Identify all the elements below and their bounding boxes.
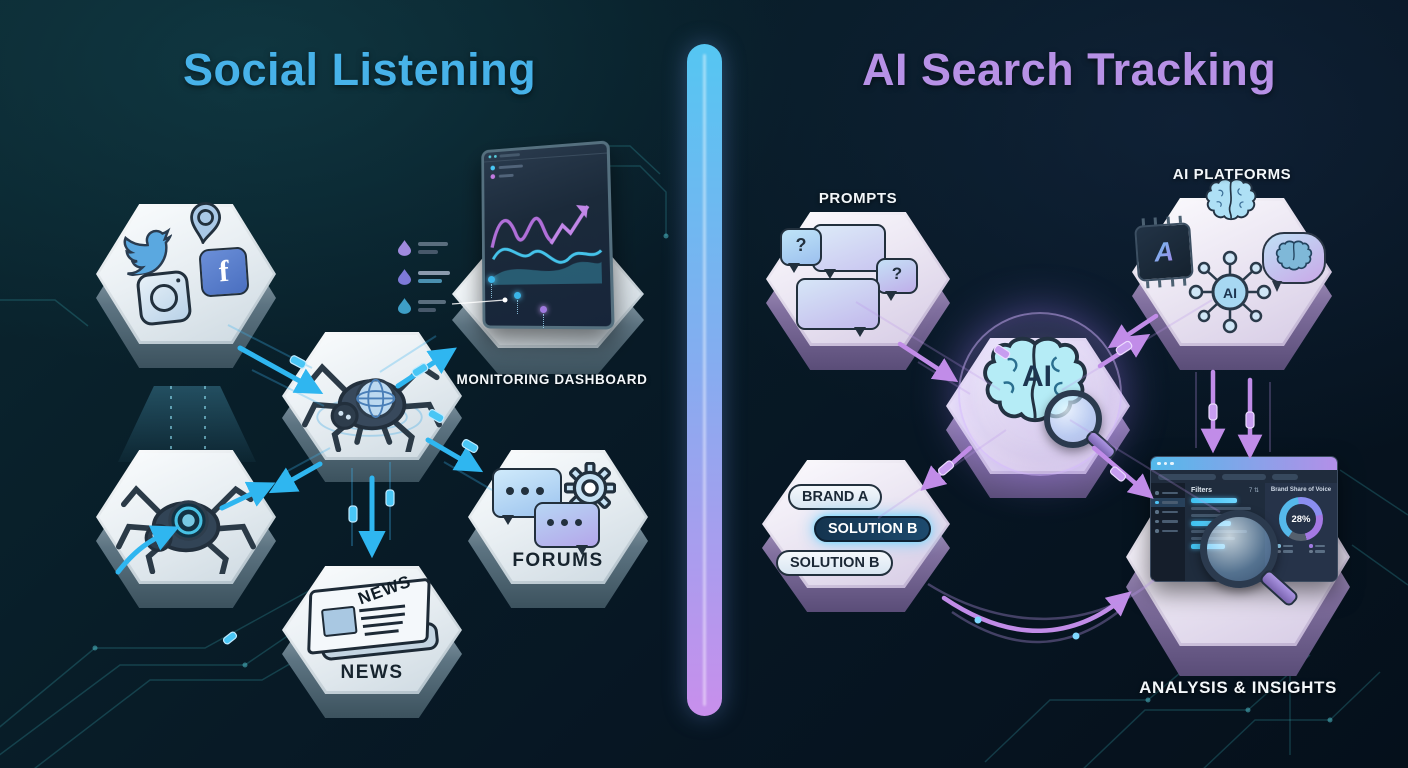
section-divider (687, 44, 722, 716)
legend-item (398, 240, 450, 256)
pin-icon (190, 202, 221, 246)
legend-item (398, 269, 450, 285)
legend-item (398, 298, 450, 314)
gear-icon (564, 462, 616, 514)
prompts-hexagon: ? ? (766, 212, 950, 370)
instagram-icon (135, 269, 193, 327)
search-field[interactable] (1158, 473, 1216, 480)
donut-title: Brand Share of Voice (1270, 487, 1332, 493)
prompt-bubble-icon (796, 278, 880, 337)
sidebar-item[interactable] (1151, 526, 1185, 536)
crawler-bot-icon (116, 485, 256, 574)
prompts-label: PROMPTS (818, 190, 898, 207)
sidebar-item[interactable] (1151, 488, 1185, 498)
trend-chart (488, 176, 607, 285)
analysis-insights-hexagon: Filters 7 ⇅ Brand Share of Voice 28% (1126, 456, 1350, 676)
twitter-icon (123, 227, 173, 277)
forums-label: FORUMS (512, 550, 604, 571)
donut-legend (1269, 544, 1333, 548)
window-titlebar (1151, 457, 1337, 470)
dashboard-legend (398, 240, 450, 327)
map-pin (540, 306, 547, 328)
ai-glow-ring: AI (958, 312, 1122, 476)
filters-title: Filters (1191, 487, 1213, 494)
share-of-voice-panel: Brand Share of Voice 28% (1265, 483, 1337, 581)
sidebar-item[interactable] (1151, 507, 1185, 517)
window-dot (1157, 461, 1161, 466)
right-title: AI Search Tracking (862, 44, 1277, 95)
analysis-insights-label: ANALYSIS & INSIGHTS (1139, 678, 1337, 697)
web-crawler-hexagon (282, 332, 462, 482)
magnifier-icon (1044, 390, 1119, 462)
network-ai-badge: AI (1223, 285, 1237, 301)
brand-mentions-hexagon: BRAND A SOLUTION B SOLUTION B (762, 460, 950, 612)
donut-value: 28% (1286, 504, 1316, 534)
map-pin (514, 292, 521, 314)
newspaper-icon: NEWS (304, 572, 440, 662)
ai-core-badge: AI (1022, 360, 1052, 393)
droplet-icon (398, 298, 411, 314)
window-toolbar (1151, 470, 1337, 483)
droplet-icon (398, 269, 411, 285)
swoosh-glints (974, 616, 1080, 640)
web-crawler-spider-icon (301, 363, 442, 452)
question-bubble-icon: ? (780, 228, 822, 273)
sidebar-item-active[interactable] (1151, 497, 1185, 507)
chat-bubble-icon (534, 502, 600, 555)
chip-letter: A (1153, 235, 1175, 268)
share-of-voice-donut: 28% (1279, 497, 1323, 541)
prompt-bubble-icon (812, 224, 886, 279)
ai-platforms-hexagon: A AI (1132, 178, 1332, 370)
filters-sort[interactable]: 7 ⇅ (1248, 488, 1259, 494)
droplet-icon (398, 240, 411, 256)
magnifier-icon (1200, 510, 1300, 608)
social-sources-hexagon: f (96, 202, 276, 368)
monitoring-dashboard-hexagon (452, 140, 644, 374)
monitoring-screen (481, 140, 615, 330)
map-pin (488, 276, 495, 298)
news-label: NEWS (340, 662, 404, 683)
sidebar-item[interactable] (1151, 517, 1185, 527)
menu-field[interactable] (1272, 473, 1298, 480)
solution-pill-highlighted: SOLUTION B (814, 516, 932, 542)
brain-bubble-icon (1262, 232, 1326, 292)
question-bubble-icon: ? (876, 258, 918, 301)
filter-field[interactable] (1222, 473, 1266, 480)
monitoring-dashboard-label: MONITORING DASHBOARD (456, 372, 648, 387)
brand-pill: BRAND A (788, 484, 883, 510)
forums-hexagon: FORUMS (468, 450, 648, 608)
analytics-window: Filters 7 ⇅ Brand Share of Voice 28% (1150, 456, 1338, 582)
brain-icon (1205, 178, 1257, 221)
facebook-icon: f (198, 246, 250, 298)
ai-network-icon: AI (1188, 250, 1272, 334)
news-hexagon: NEWS NEWS (282, 566, 462, 718)
left-title: Social Listening (183, 44, 537, 95)
window-sidebar (1151, 483, 1185, 581)
collector-crawler-hexagon (96, 450, 276, 608)
ai-platforms-label: AI PLATFORMS (1172, 166, 1292, 183)
solution-pill: SOLUTION B (776, 550, 894, 576)
swoosh-echoes (927, 579, 1155, 644)
